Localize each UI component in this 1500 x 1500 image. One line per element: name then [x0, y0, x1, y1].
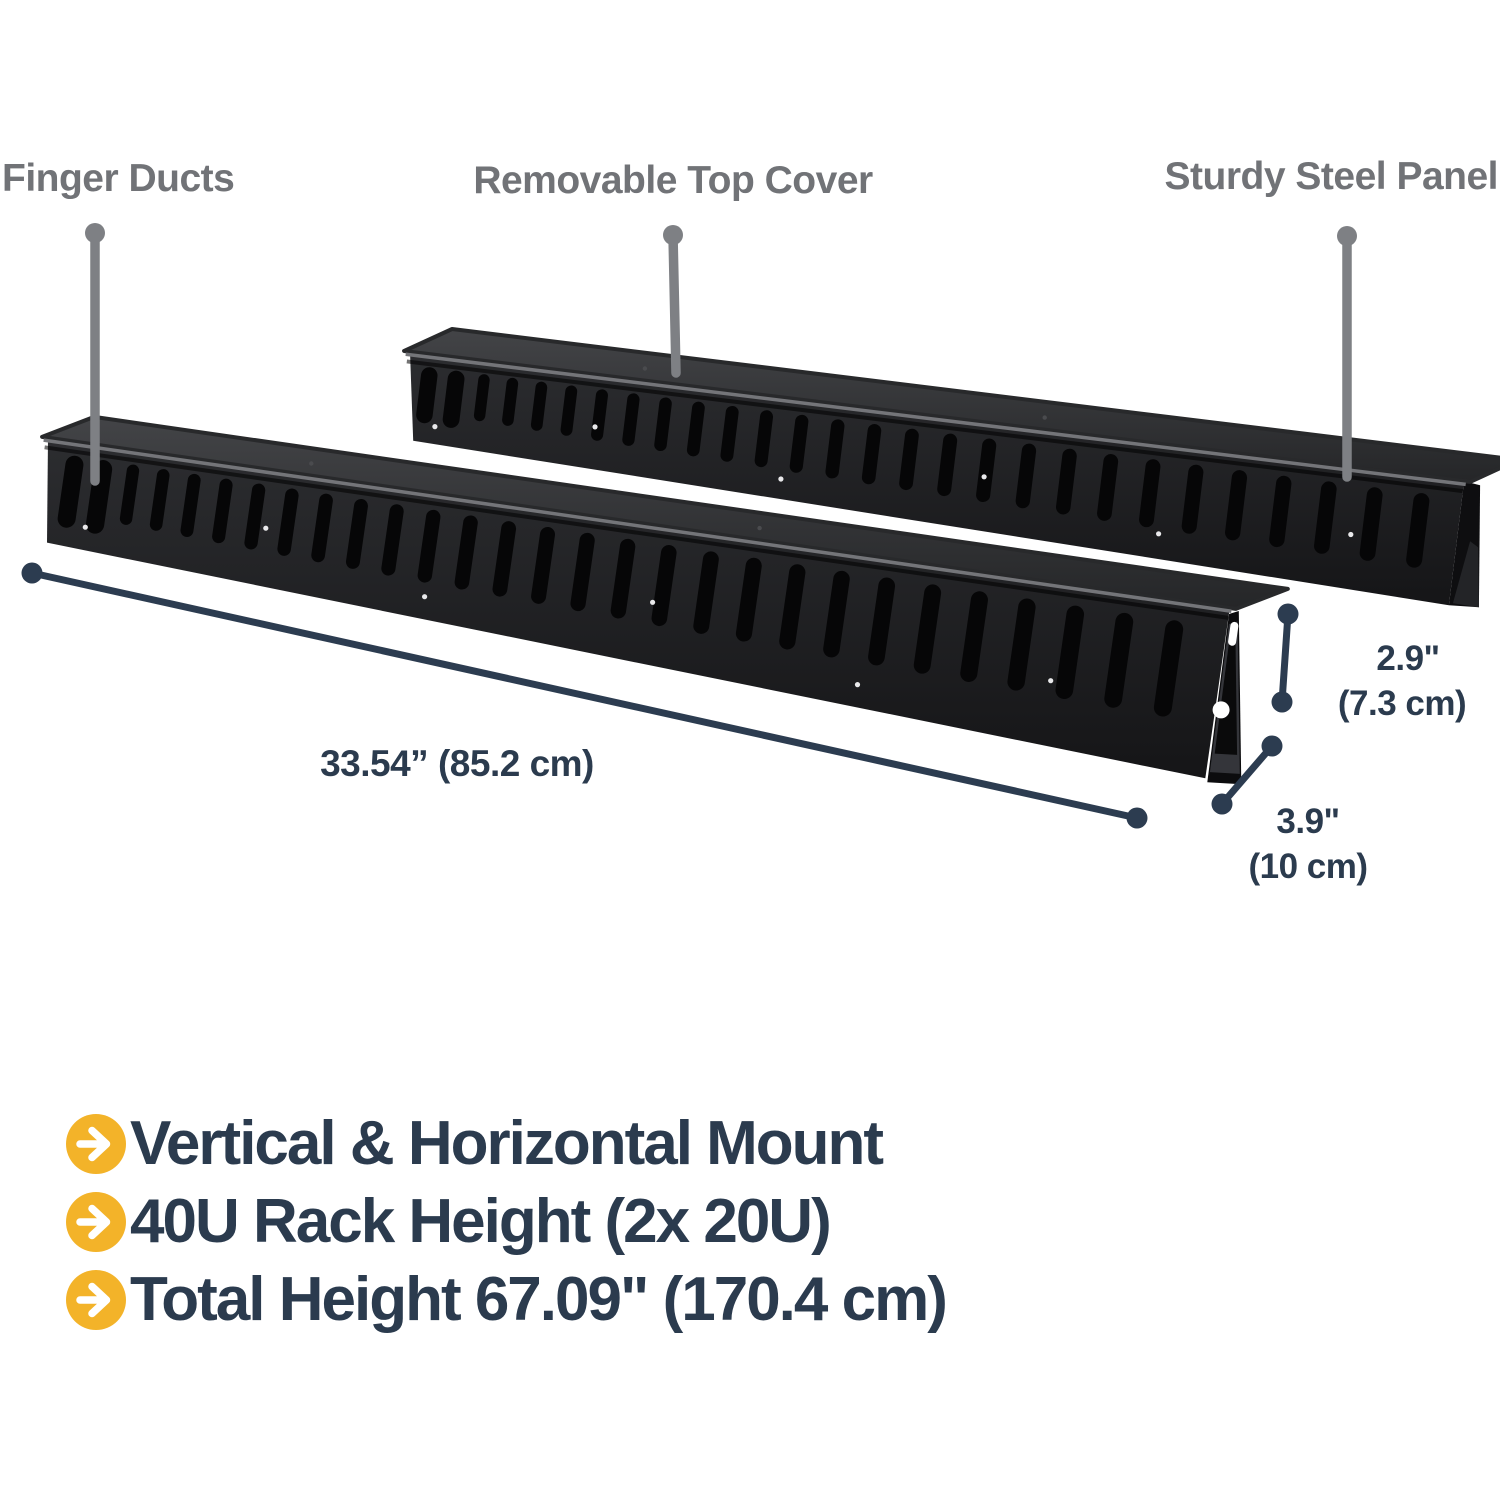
feature-item: 40U Rack Height (2x 20U): [66, 1190, 946, 1253]
feature-item: Total Height 67.09" (170.4 cm): [66, 1264, 948, 1334]
dimension-line-height: [1271, 603, 1299, 713]
mounting-holes: [432, 366, 1354, 538]
finger-slots: [416, 367, 1430, 568]
arrow-right-circle-icon: [66, 1191, 126, 1252]
callout-line-finger-ducts: [85, 223, 105, 486]
dimension-line-depth: [1211, 735, 1283, 815]
dimension-height-cm: (7.3 cm): [1337, 684, 1467, 723]
arrow-right-circle-icon: [66, 1113, 126, 1174]
duct-top-cover: [40, 414, 1290, 611]
end-slot-hole: [1228, 621, 1239, 646]
cover-lip-shadow: [406, 359, 1464, 494]
callout-line-sturdy-steel-panel: [1337, 226, 1357, 482]
callout-line-removable-top-cover: [663, 225, 683, 378]
cover-lip-highlight: [405, 352, 1466, 487]
label-sturdy-steel-panel: Sturdy Steel Panel: [1164, 155, 1499, 198]
end-hole: [1212, 701, 1230, 719]
cover-lip-shadow: [44, 445, 1229, 620]
dimension-depth-cm: (10 cm): [1248, 847, 1368, 886]
callout-lines: [85, 223, 1357, 486]
mounting-holes: [82, 461, 1054, 688]
finger-slots: [57, 455, 1184, 717]
label-finger-ducts: Finger Ducts: [2, 157, 235, 200]
cover-lip-highlight: [43, 438, 1232, 614]
dimension-depth-inches: 3.9": [1276, 802, 1340, 841]
duct-end-recess: [1452, 541, 1479, 608]
feature-text: Total Height 67.09" (170.4 cm): [130, 1264, 948, 1334]
dimension-length: 33.54” (85.2 cm): [320, 743, 594, 784]
duct-inner-cavity: [1214, 640, 1238, 755]
label-removable-top-cover: Removable Top Cover: [473, 159, 873, 202]
feature-list: Vertical & Horizontal Mount 40U Rack Hei…: [66, 1112, 948, 1334]
arrow-right-circle-icon: [66, 1269, 126, 1330]
dimension-lines: [21, 562, 1299, 829]
duct-face: [47, 437, 1230, 779]
duct-face: [410, 351, 1465, 606]
feature-text: 40U Rack Height (2x 20U): [130, 1186, 832, 1256]
dimension-line-length: [21, 562, 1148, 829]
feature-item: Vertical & Horizontal Mount: [66, 1112, 946, 1175]
feature-text: Vertical & Horizontal Mount: [130, 1108, 884, 1178]
cable-duct-front: [40, 414, 1290, 785]
dimension-height-inches: 2.9": [1376, 639, 1440, 678]
